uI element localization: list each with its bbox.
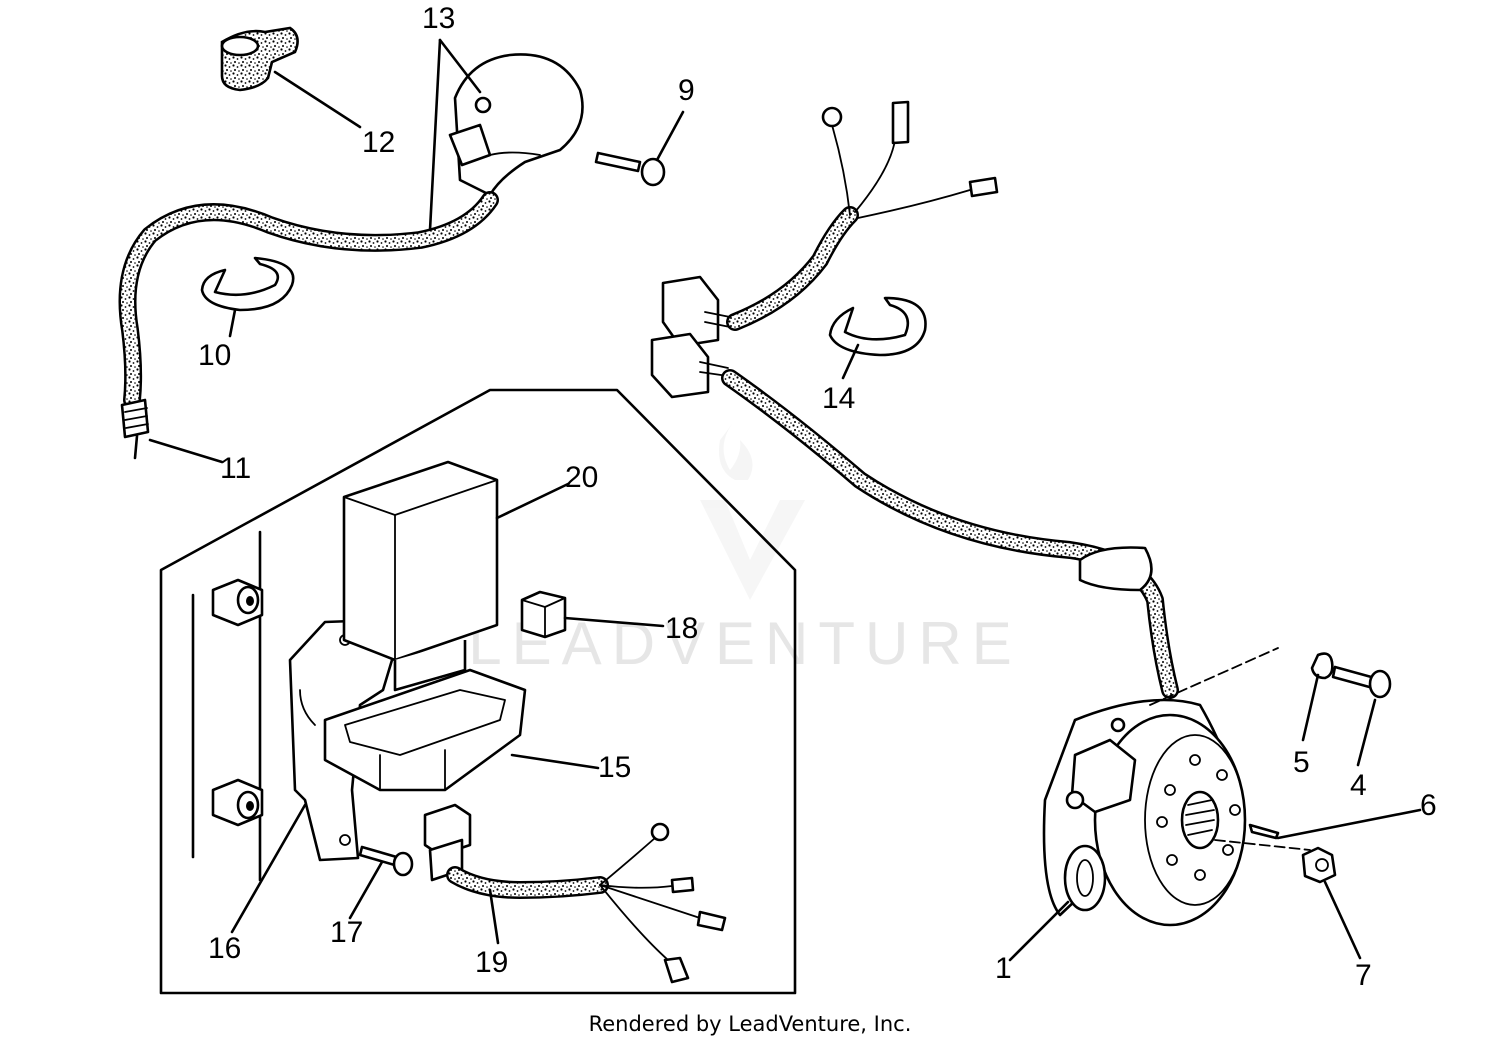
clip-10 [200,256,295,312]
callout-12: 12 [362,126,395,159]
callout-11: 11 [220,452,251,485]
callout-13: 13 [422,2,455,35]
rubber-pad [520,590,567,639]
screw-17 [358,845,414,877]
callout-10: 10 [198,339,231,372]
callout-17: 17 [330,916,363,949]
callout-18: 18 [665,612,698,645]
callout-20: 20 [565,461,598,494]
washer-5 [1310,652,1334,680]
callout-15: 15 [598,751,631,784]
stator-assembly [1042,647,1311,927]
callout-1: 1 [995,952,1012,985]
callout-16: 16 [208,932,241,965]
cdi-module [342,460,499,692]
callout-6: 6 [1420,789,1437,822]
harness-19 [423,803,727,984]
screw-4 [1331,665,1392,699]
spacer-upper [211,578,264,627]
plug-cap [220,26,299,92]
spacer-lower [211,778,264,827]
callout-14: 14 [822,382,855,415]
callout-19: 19 [475,946,508,979]
callout-9: 9 [678,74,695,107]
callout-7: 7 [1355,959,1372,992]
callout-4: 4 [1350,769,1367,802]
screw-9 [594,151,666,187]
detail-frame [159,388,797,995]
watermark-logo [700,420,805,600]
stator-harness [650,100,1179,699]
nut-7 [1301,846,1337,884]
callout-5: 5 [1293,746,1310,779]
ignition-coil [448,53,584,197]
module-holder [323,668,527,792]
leader-lines [148,38,1422,962]
key-6 [1248,823,1280,840]
clip-14 [828,296,927,357]
footer-credit: Rendered by LeadVenture, Inc. [588,1012,912,1036]
spark-plug [120,398,150,460]
